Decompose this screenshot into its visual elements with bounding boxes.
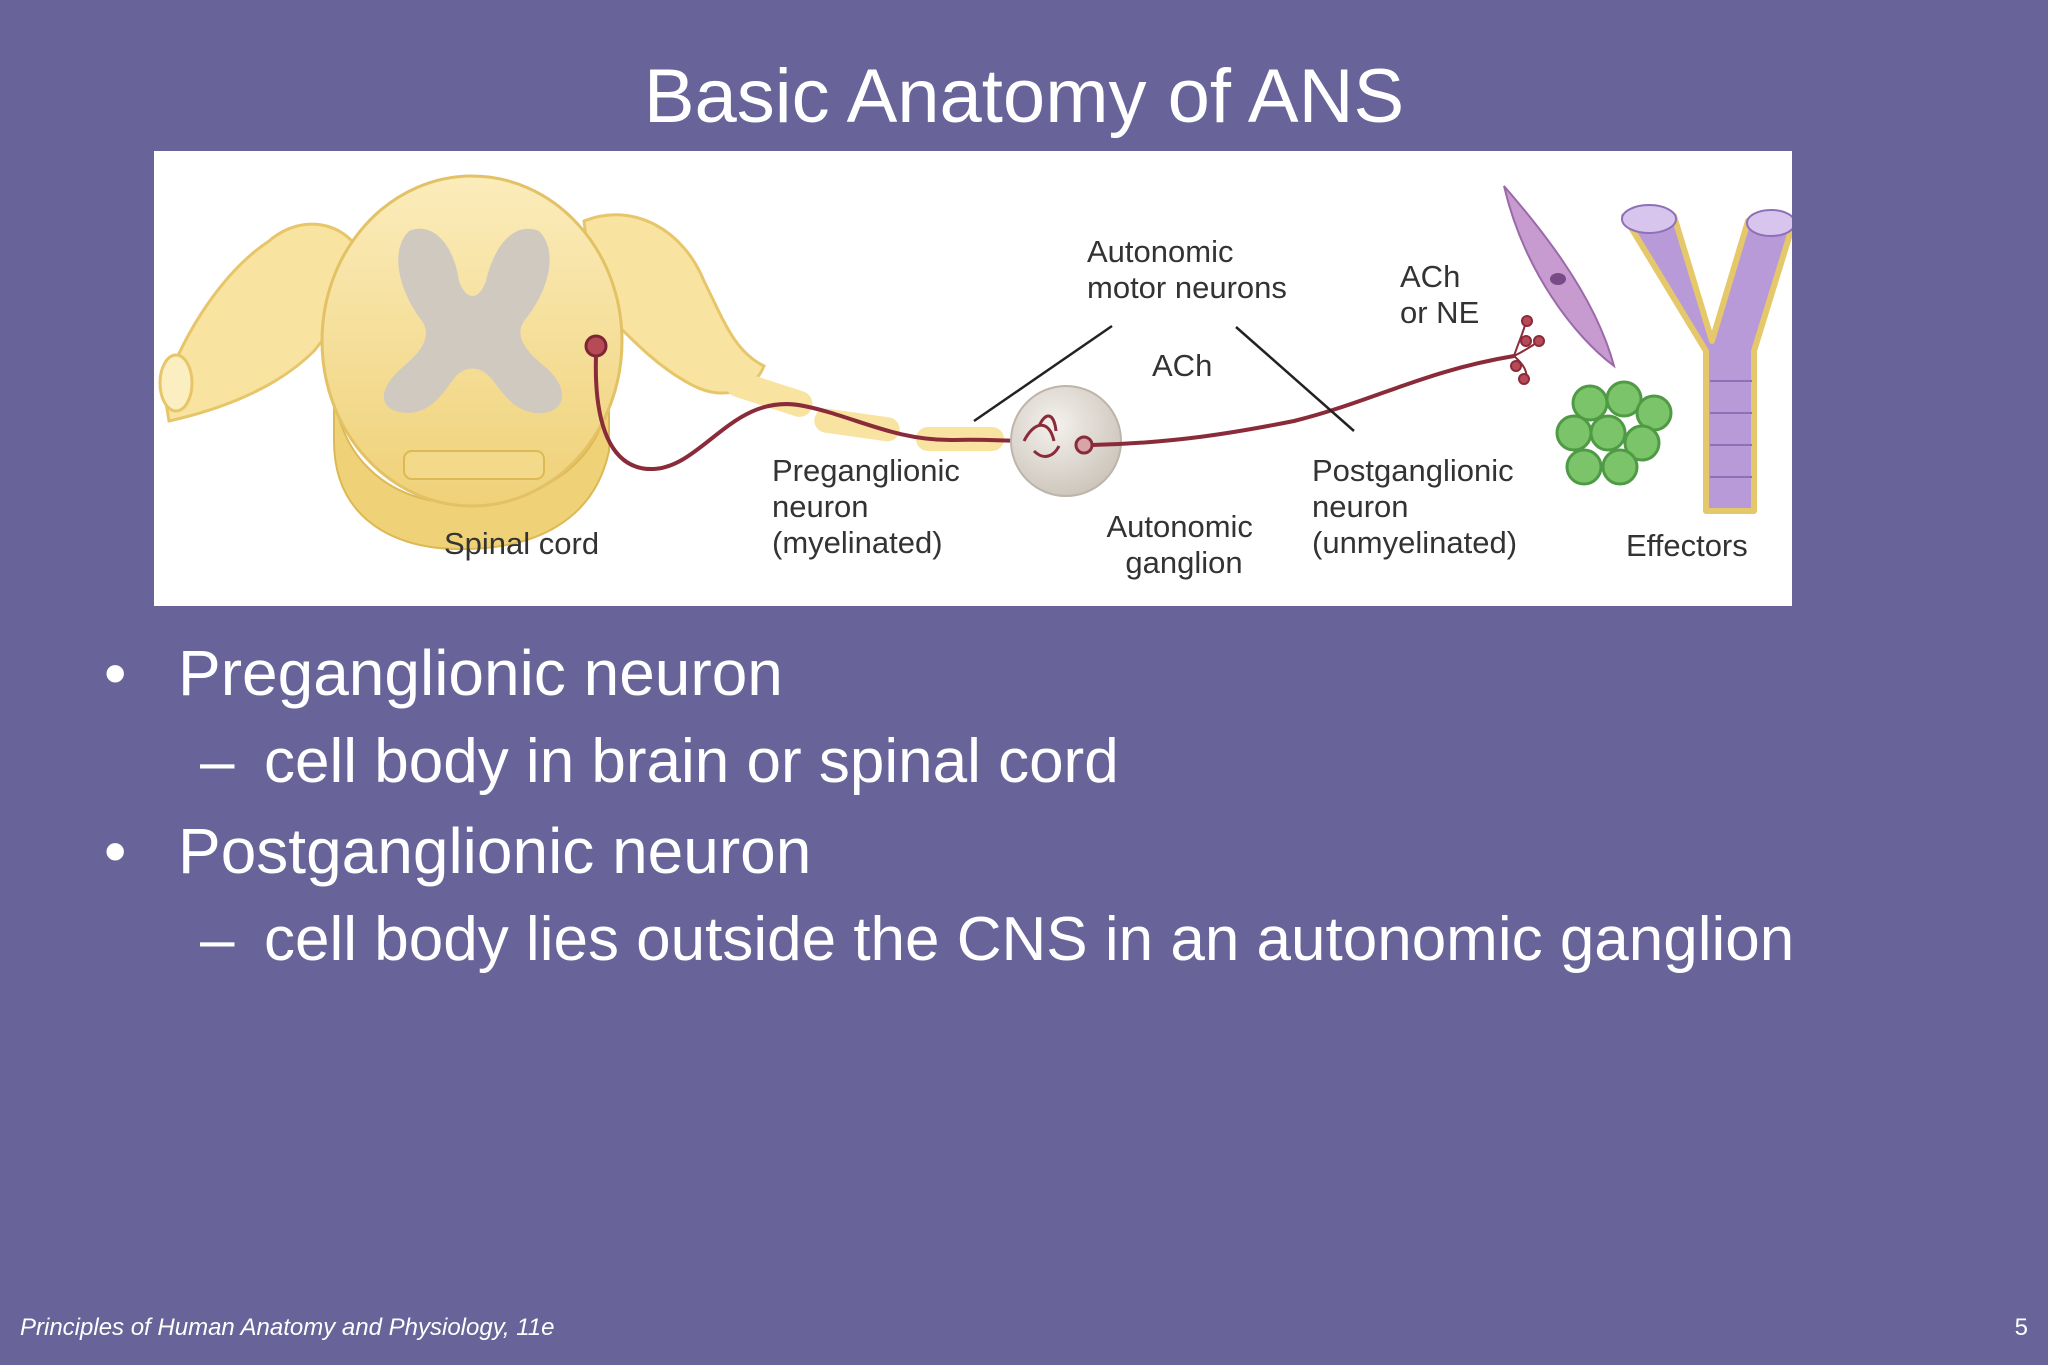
smooth-muscle-cell <box>1503 185 1616 369</box>
bullet-preganglionic: • Preganglionic neuron <box>100 628 2000 718</box>
bullet-text: Preganglionic neuron <box>178 637 783 709</box>
slide-title: Basic Anatomy of ANS <box>643 54 1405 139</box>
label-spinal-cord: Spinal cord <box>444 526 599 561</box>
label-autonomic-ganglion: Autonomic ganglion <box>1106 509 1261 580</box>
footer-source: Principles of Human Anatomy and Physiolo… <box>20 1314 555 1341</box>
label-preganglionic-neuron: Preganglionic neuron (myelinated) <box>772 453 968 560</box>
left-nerve-end <box>158 353 194 413</box>
ventral-root <box>403 450 545 480</box>
label-ach-ganglion: ACh <box>1152 348 1212 383</box>
cord-body-lower <box>333 380 610 551</box>
ans-diagram-svg: Spinal cord Preganglionic neuron (myelin… <box>158 174 1792 580</box>
ans-diagram: Spinal cord Preganglionic neuron (myelin… <box>154 151 1792 606</box>
bullet-marker: • <box>104 815 127 887</box>
right-nerve-root <box>582 213 766 395</box>
sub-bullet-text: cell body lies outside the CNS in an aut… <box>264 905 1795 974</box>
preganglionic-axon <box>593 355 1025 472</box>
label-postganglionic-neuron: Postganglionic neuron (unmyelinated) <box>1312 453 1522 560</box>
gland-cells <box>1555 380 1673 486</box>
sub-bullet-postganglionic: – cell body lies outside the CNS in an a… <box>100 896 2000 984</box>
gray-matter <box>383 228 563 414</box>
dash-marker: – <box>200 727 235 796</box>
preganglionic-cell-body <box>584 334 608 358</box>
bullet-marker: • <box>104 637 127 709</box>
dash-marker: – <box>200 905 235 974</box>
label-autonomic-motor-neurons: Autonomic motor neurons <box>1087 234 1287 305</box>
bullet-text: Postganglionic neuron <box>178 815 812 887</box>
bullet-postganglionic: • Postganglionic neuron <box>100 806 2000 896</box>
postganglionic-axon <box>1091 354 1515 447</box>
sub-bullet-preganglionic: – cell body in brain or spinal cord <box>100 718 2000 806</box>
label-ach-or-ne: ACh or NE <box>1400 259 1479 330</box>
leader-lines <box>973 324 1355 432</box>
spinal-cord <box>158 174 766 551</box>
axon-terminals <box>1510 315 1545 385</box>
label-effectors: Effectors <box>1626 528 1748 563</box>
bullet-list: • Preganglionic neuron – cell body in br… <box>100 628 2000 984</box>
postganglionic-cell-body <box>1074 435 1094 455</box>
blood-vessel <box>1621 204 1792 514</box>
sub-bullet-text: cell body in brain or spinal cord <box>264 727 1119 796</box>
page-number: 5 <box>2014 1314 2028 1341</box>
autonomic-ganglion <box>1010 385 1122 497</box>
